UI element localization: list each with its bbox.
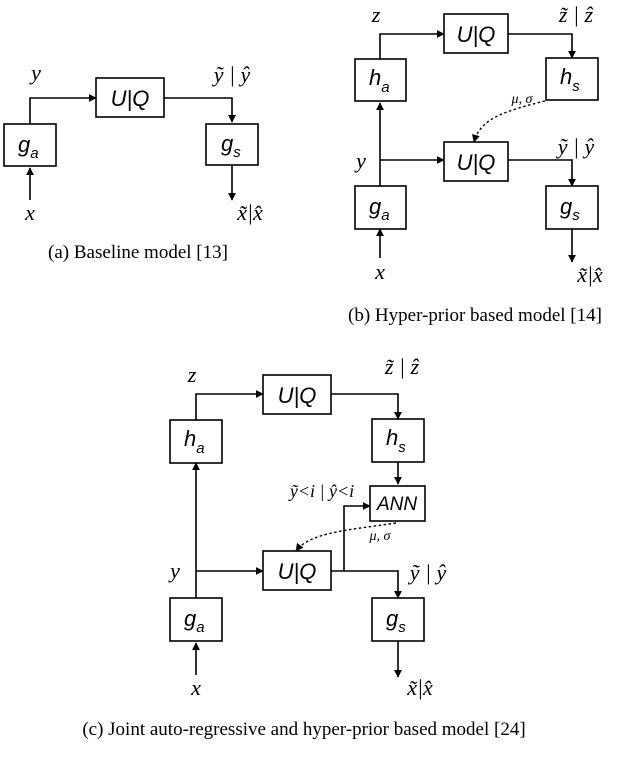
- g-s-label: gs: [560, 194, 580, 224]
- h-a-label: ha: [184, 426, 205, 457]
- caption-c: (c) Joint auto-regressive and hyper-prio…: [82, 719, 525, 740]
- hyper-quantized-label: z̃ | ẑ: [384, 354, 420, 379]
- uq-bottom-block: [262, 550, 332, 591]
- h-s-label: hs: [386, 425, 406, 456]
- g-s-block: [205, 123, 259, 166]
- latent-y-label: y: [354, 148, 366, 173]
- caption-b: (b) Hyper-prior based model [14]: [348, 305, 602, 326]
- g-a-label: ga: [369, 194, 390, 224]
- input-x-label: x: [24, 200, 35, 225]
- arrow-hs-params-to-uq: [472, 100, 546, 143]
- uq-top-block: [443, 13, 509, 54]
- arrow-uq-to-gs: [164, 97, 236, 123]
- panel-a: ga U|Q gs x y ỹ | ŷ x̃|x̂ (a) Baseline m…: [3, 60, 263, 263]
- h-s-block: [371, 418, 425, 463]
- uq-bottom-label: U|Q: [457, 150, 496, 175]
- latent-y-label: y: [29, 60, 41, 85]
- g-s-block: [371, 597, 425, 642]
- h-s-block: [545, 57, 599, 101]
- latent-y-label: y: [168, 558, 180, 583]
- uq-top-label: U|Q: [278, 383, 317, 408]
- h-a-label: ha: [369, 65, 390, 96]
- arrow-ga-to-uq: [29, 94, 97, 124]
- g-s-label: gs: [221, 131, 241, 161]
- g-a-label: ga: [18, 132, 39, 162]
- uq-top-block: [262, 374, 332, 415]
- uq-top-label: U|Q: [457, 22, 496, 47]
- arrow-ha-to-uq-top: [195, 390, 264, 420]
- arrow-uq-top-to-hs: [508, 33, 576, 59]
- hyper-quantized-label: z̃ | ẑ: [558, 2, 594, 27]
- arrow-uq-top-to-hs: [331, 393, 402, 420]
- uq-label: U|Q: [111, 86, 150, 111]
- g-s-block: [545, 185, 599, 230]
- arrow-ha-to-uq-top: [379, 30, 445, 59]
- uq-bottom-label: U|Q: [278, 559, 317, 584]
- uq-bottom-block: [443, 141, 509, 182]
- quantized-label: ỹ | ŷ: [408, 560, 447, 585]
- output-label: x̃|x̂: [576, 262, 603, 287]
- params-label: μ, σ: [511, 92, 534, 107]
- ann-block: [369, 485, 426, 522]
- h-a-block: [169, 419, 223, 464]
- arrow-uq-bottom-to-gs: [344, 570, 402, 599]
- output-label: x̃|x̂: [236, 200, 263, 225]
- input-x-label: x: [374, 259, 385, 284]
- panel-b: U|Q ha hs U|Q ga gs z z̃ | ẑ μ, σ y ỹ | …: [348, 2, 603, 326]
- quantized-label: ỹ | ŷ: [556, 134, 595, 159]
- ann-label: ANN: [376, 494, 417, 515]
- caption-a: (a) Baseline model [13]: [48, 242, 228, 263]
- h-a-block: [354, 58, 407, 102]
- params-label: μ, σ: [369, 529, 392, 544]
- uq-block: [95, 77, 165, 118]
- arrow-uq-bottom-to-gs: [508, 159, 576, 187]
- g-a-block: [354, 185, 407, 230]
- output-label: x̃|x̂: [406, 675, 433, 700]
- quantized-label: ỹ | ŷ: [212, 62, 251, 87]
- input-x-label: x: [190, 675, 201, 700]
- g-a-block: [169, 597, 223, 642]
- h-s-label: hs: [560, 64, 580, 95]
- arrow-context-to-ann: [331, 502, 371, 572]
- hyper-latent-z-label: z: [371, 2, 381, 27]
- g-s-label: gs: [386, 606, 406, 636]
- panel-c: U|Q ha hs ANN U|Q ga gs z z̃ | ẑ ỹ<i | ŷ…: [82, 354, 525, 740]
- g-a-block: [3, 123, 57, 167]
- context-label: ỹ<i | ŷ<i: [288, 481, 354, 501]
- hyper-latent-z-label: z: [187, 362, 197, 387]
- g-a-label: ga: [184, 606, 205, 636]
